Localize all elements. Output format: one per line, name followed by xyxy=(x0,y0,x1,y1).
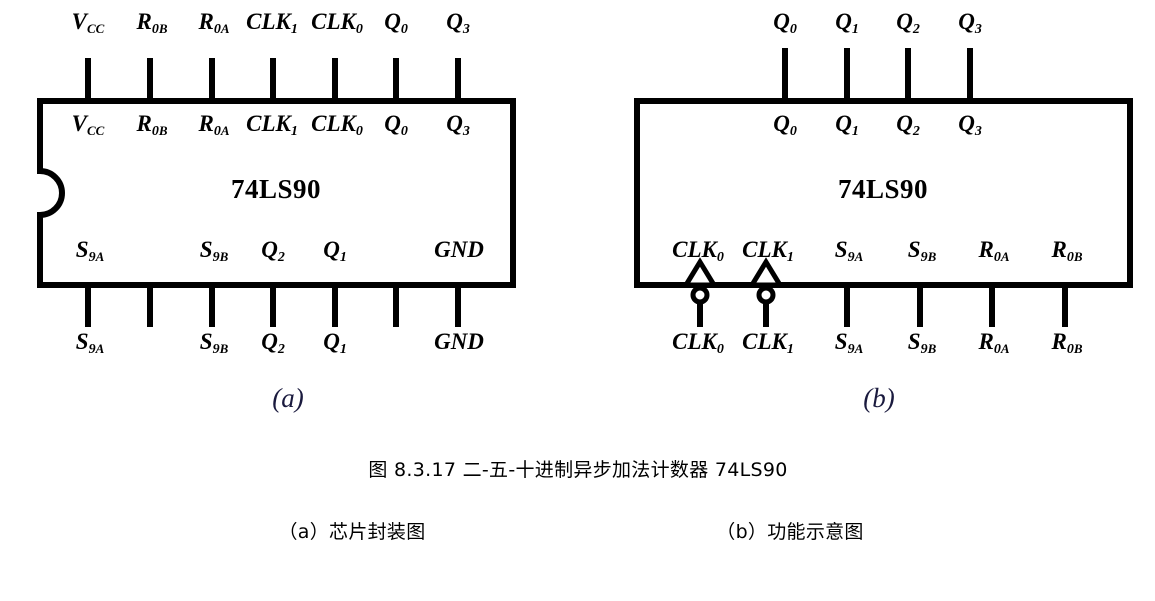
panel-a-group xyxy=(37,58,516,327)
pin-label-b-bottom-outer-4: R0A xyxy=(978,329,1010,357)
pin-label-a-bottom-outer-0: S9A xyxy=(75,329,105,357)
pin-label-b-top-outer-1: Q1 xyxy=(835,9,859,37)
pin-label-b-bottom-inner-4: R0A xyxy=(978,237,1010,265)
pin-label-a-bottom-inner-2: S9B xyxy=(199,237,229,265)
pin-label-b-bottom-outer-0: CLK0 xyxy=(672,329,724,357)
pin-label-a-bottom-outer-4: Q1 xyxy=(323,329,347,357)
panel-b-subcaption: （b）功能示意图 xyxy=(716,521,864,543)
panel-a-letter: (a) xyxy=(272,383,304,413)
pin-label-b-bottom-outer-1: CLK1 xyxy=(742,329,794,357)
pin-label-a-top-inner-2: R0A xyxy=(198,111,230,139)
pin-label-b-top-inner-2: Q2 xyxy=(896,111,920,139)
pin-label-a-top-outer-3: CLK1 xyxy=(246,9,298,37)
pin-label-a-top-inner-4: CLK0 xyxy=(311,111,363,139)
clk0-edge-trigger-icon xyxy=(681,257,719,288)
sub: CC xyxy=(87,21,105,36)
pin-label-a-bottom-outer-2: S9B xyxy=(199,329,229,357)
chip-a-bottom-leads xyxy=(85,285,461,327)
pin-label-b-bottom-outer-3: S9B xyxy=(907,329,937,357)
clk1-inversion-bubble-icon xyxy=(756,285,776,305)
pin-label-b-top-outer-0: Q0 xyxy=(773,9,797,37)
pin-label-b-top-outer-2: Q2 xyxy=(896,9,920,37)
pin-label-b-bottom-outer-2: S9A xyxy=(834,329,864,357)
pin-label-a-top-inner-3: CLK1 xyxy=(246,111,298,139)
pin-label-a-bottom-inner-0: S9A xyxy=(75,237,105,265)
pin-label-b-top-inner-1: Q1 xyxy=(835,111,859,139)
pin-label-a-top-outer-4: CLK0 xyxy=(311,9,363,37)
pin-label-a-top-outer-0: VCC xyxy=(71,9,105,36)
pin-label-b-top-outer-3: Q3 xyxy=(958,9,982,37)
pin-label-a-top-inner-0: VCC xyxy=(71,111,105,138)
panel-b-letter: (b) xyxy=(863,383,895,413)
pin-label-b-top-inner-3: Q3 xyxy=(958,111,982,139)
clk0-inversion-bubble-icon xyxy=(690,285,710,305)
chip-b-body xyxy=(634,98,1133,288)
chip-a-top-leads xyxy=(85,58,461,101)
pin-label-b-bottom-inner-2: S9A xyxy=(834,237,864,265)
pin-label-a-top-inner-1: R0B xyxy=(136,111,168,139)
chip-b-bottom-leads xyxy=(697,285,1068,327)
chip-b-name: 74LS90 xyxy=(837,174,929,204)
figure-caption: 图 8.3.17 二-五-十进制异步加法计数器 74LS90 xyxy=(368,459,788,481)
chip-a-body xyxy=(37,98,516,288)
pin-label-a-top-outer-5: Q0 xyxy=(384,9,408,37)
pin-label-a-bottom-outer-3: Q2 xyxy=(261,329,285,357)
pin-label-b-top-inner-0: Q0 xyxy=(773,111,797,139)
panel-a-subcaption: （a）芯片封装图 xyxy=(278,521,426,543)
pin-label-a-bottom-inner-3: Q2 xyxy=(261,237,285,265)
chip-b-top-leads xyxy=(782,48,973,101)
panel-b-group xyxy=(634,48,1133,327)
pin-label-b-bottom-inner-5: R0B xyxy=(1051,237,1083,265)
pin-label-b-bottom-outer-5: R0B xyxy=(1051,329,1083,357)
pin-label-a-top-inner-5: Q0 xyxy=(384,111,408,139)
pin-label-b-bottom-inner-3: S9B xyxy=(907,237,937,265)
pin-label-b-bottom-inner-0: CLK0 xyxy=(672,237,724,265)
pin-label-a-bottom-inner-4: Q1 xyxy=(323,237,347,265)
clk1-edge-trigger-icon xyxy=(747,257,785,288)
pin-label-a-top-inner-6: Q3 xyxy=(446,111,470,139)
chip-a-name: 74LS90 xyxy=(230,174,322,204)
pin-label-a-top-outer-6: Q3 xyxy=(446,9,470,37)
pin-label-b-bottom-inner-1: CLK1 xyxy=(742,237,794,265)
pin-label-a-bottom-outer-6: GND xyxy=(434,329,484,354)
pin-label-a-bottom-inner-6: GND xyxy=(434,237,484,262)
pin-label-a-top-outer-2: R0A xyxy=(198,9,230,37)
pin-label-a-top-outer-1: R0B xyxy=(136,9,168,37)
